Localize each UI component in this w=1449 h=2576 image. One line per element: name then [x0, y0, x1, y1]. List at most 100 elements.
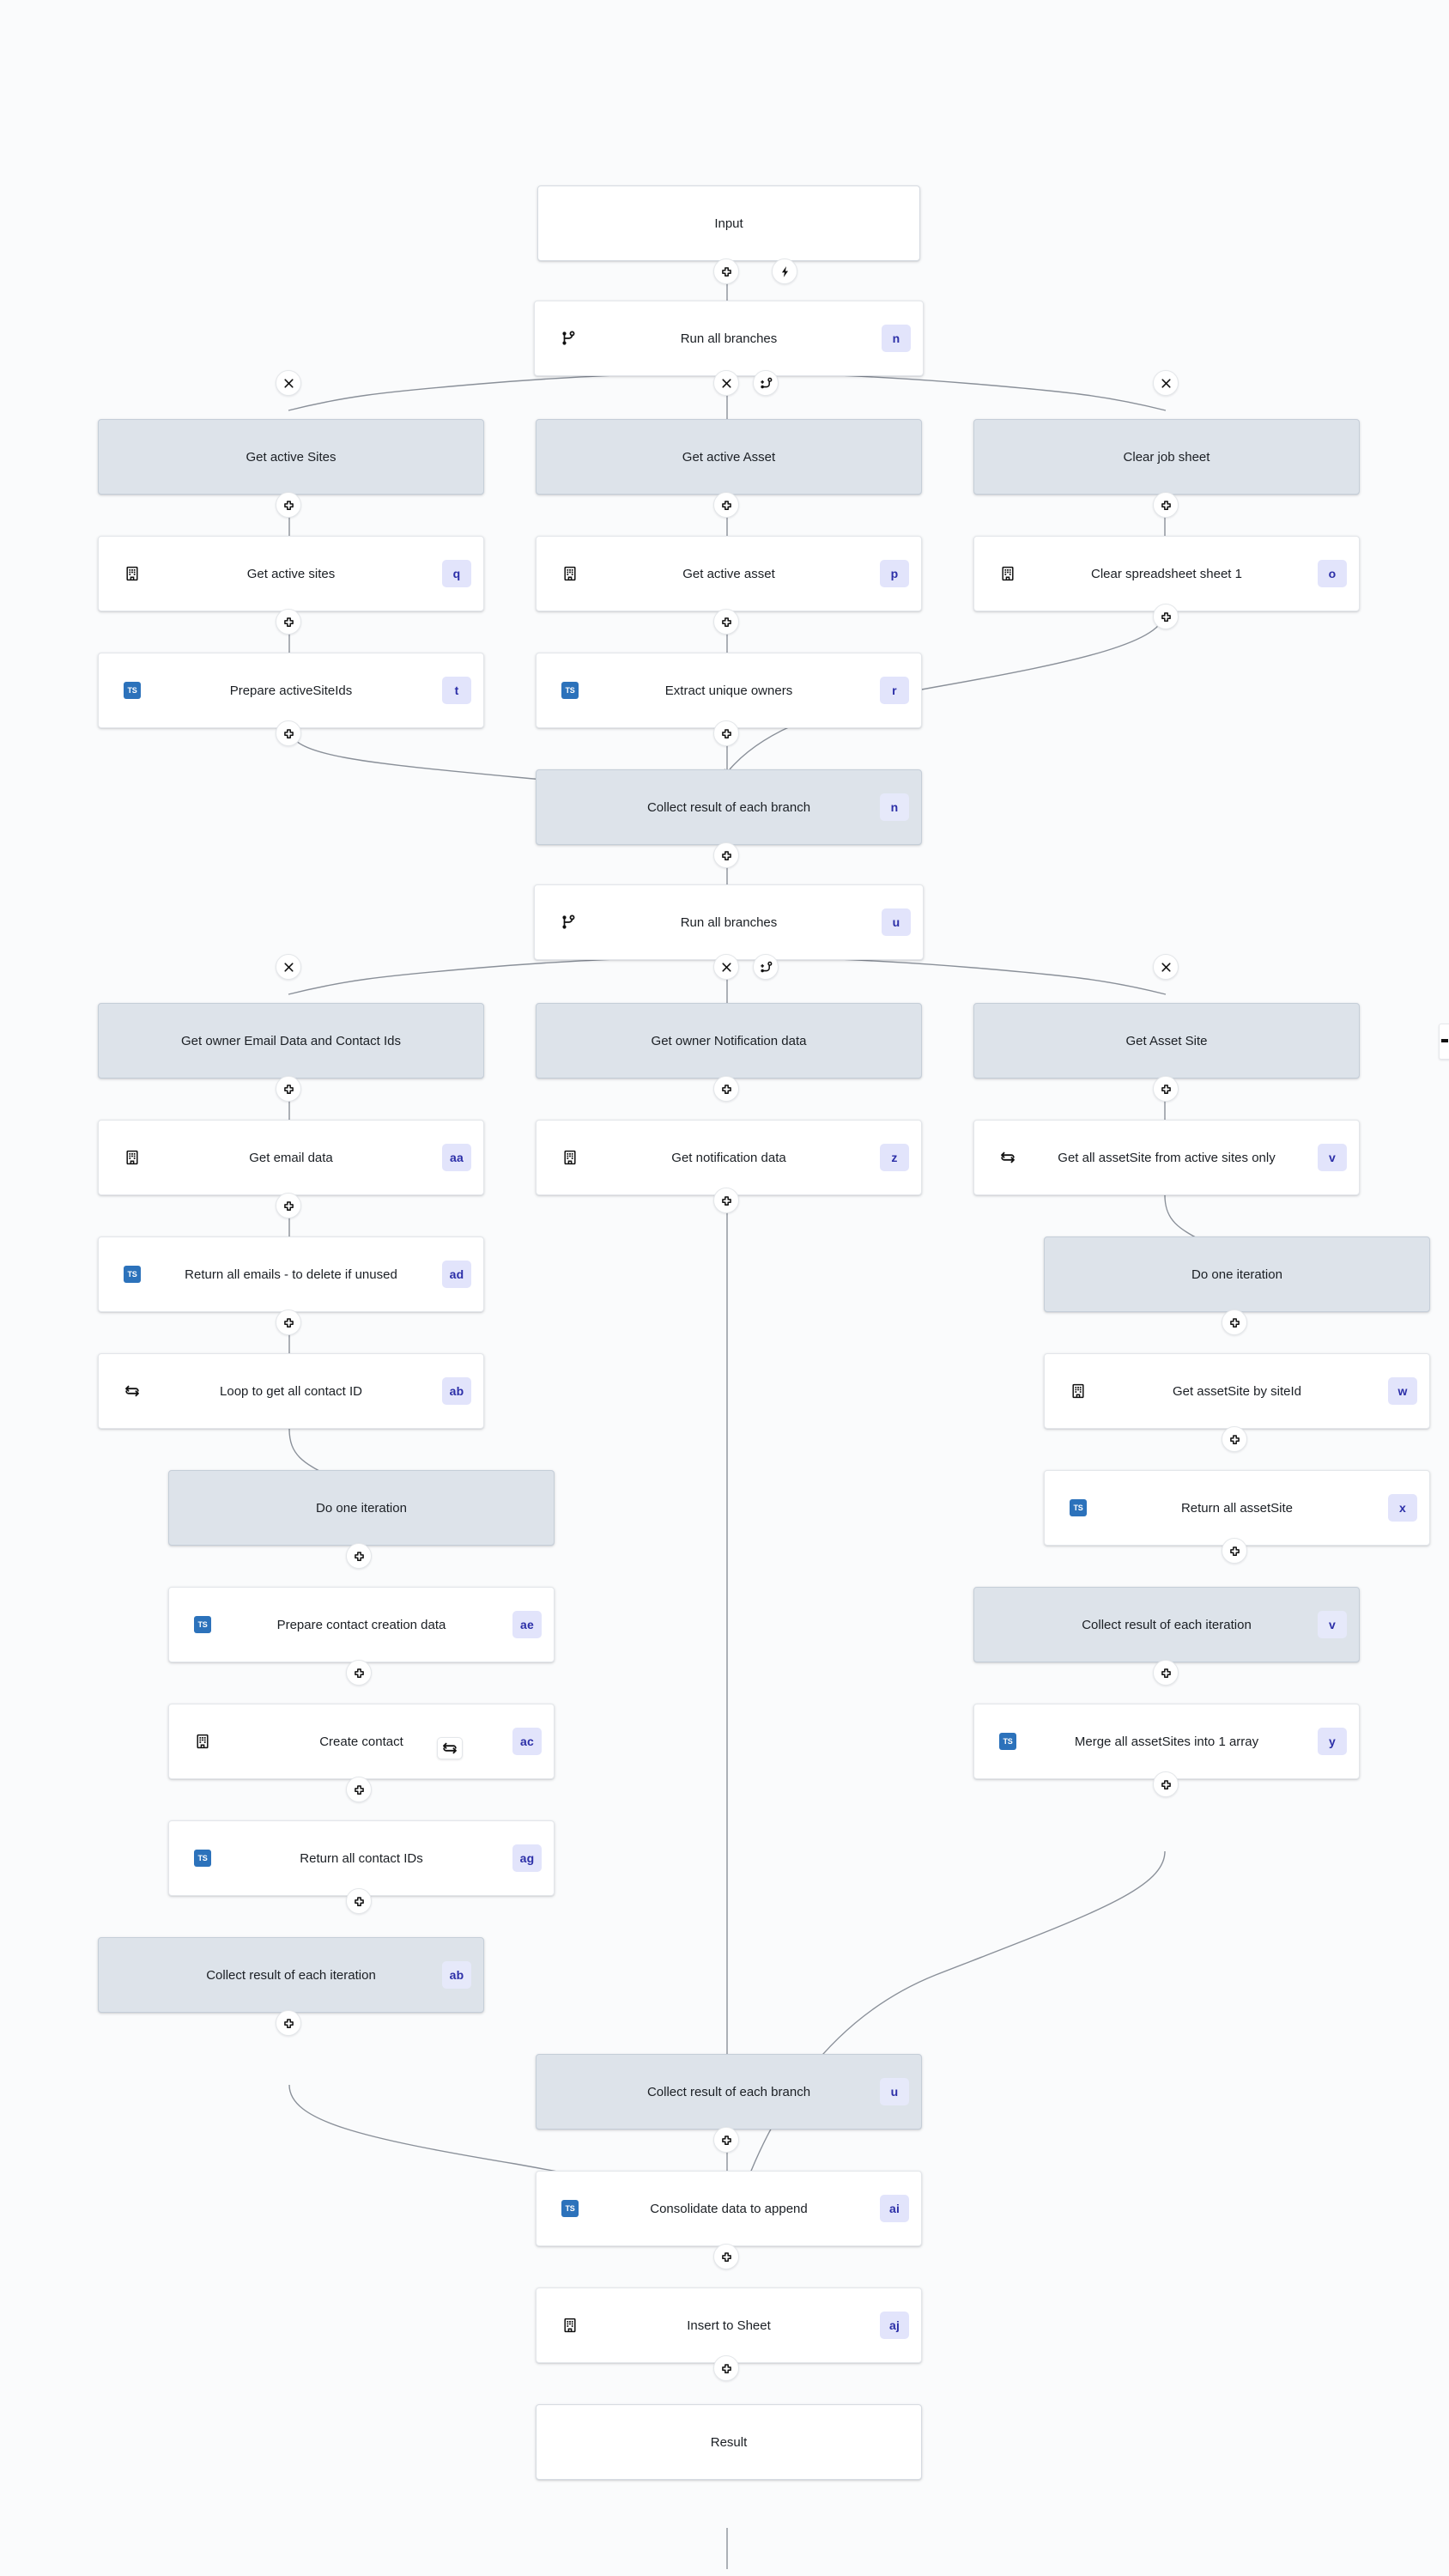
workflow-node-grp_asset[interactable]: Get active Asset [536, 419, 922, 495]
workflow-node-input[interactable]: Input [537, 185, 920, 261]
node-label: Run all branches [680, 915, 778, 929]
node-badge[interactable]: z [880, 1144, 909, 1171]
edge-handle-plus[interactable] [276, 1193, 301, 1218]
workflow-node-grp_iter_r[interactable]: Do one iteration [1044, 1236, 1430, 1312]
edge-handle-add-branch[interactable] [753, 370, 779, 396]
edge-handle-add-branch[interactable] [753, 954, 779, 980]
workflow-node-grp_iter_l[interactable]: Do one iteration [168, 1470, 555, 1546]
edge-handle-plus[interactable] [713, 258, 739, 284]
edge-handle-plus[interactable] [1153, 1076, 1179, 1102]
workflow-node-grp_notif[interactable]: Get owner Notification data [536, 1003, 922, 1078]
edge-handle-plus[interactable] [1153, 492, 1179, 518]
node-badge[interactable]: ai [880, 2195, 909, 2222]
node-badge[interactable]: ag [512, 1844, 542, 1872]
node-badge[interactable]: aa [442, 1144, 471, 1171]
node-badge[interactable]: t [442, 677, 471, 704]
ts-icon: TS [191, 1613, 214, 1636]
node-badge[interactable]: u [882, 908, 911, 936]
node-badge[interactable]: ab [442, 1377, 471, 1405]
edge-handle-plus[interactable] [346, 1543, 372, 1569]
edge-handle-close[interactable] [713, 954, 739, 980]
workflow-node-grp_jobsheet[interactable]: Clear job sheet [973, 419, 1360, 495]
edge-handle-close[interactable] [276, 370, 301, 396]
edge-handle-plus[interactable] [713, 2355, 739, 2381]
edge-handle-plus[interactable] [1222, 1309, 1247, 1335]
edge-handle-plus[interactable] [1222, 1426, 1247, 1452]
edge-handle-plus[interactable] [713, 492, 739, 518]
node-badge[interactable]: ad [442, 1261, 471, 1288]
node-badge[interactable]: x [1388, 1494, 1417, 1522]
workflow-node-grp_assetsite[interactable]: Get Asset Site [973, 1003, 1360, 1078]
edge-handle-plus[interactable] [713, 609, 739, 635]
edge-handle-plus[interactable] [276, 1309, 301, 1335]
node-badge[interactable]: n [880, 793, 909, 821]
edge-handle-plus[interactable] [346, 1660, 372, 1686]
edge-handle-plus[interactable] [1153, 1771, 1179, 1797]
node-badge[interactable]: ac [512, 1728, 542, 1755]
node-badge[interactable]: o [1318, 560, 1347, 587]
edge-handle-close[interactable] [1153, 370, 1179, 396]
workflow-node-v_top[interactable]: Get all assetSite from active sites only… [973, 1120, 1360, 1195]
node-badge[interactable]: p [880, 560, 909, 587]
edge-handle-close[interactable] [713, 370, 739, 396]
node-badge[interactable]: ab [442, 1961, 471, 1989]
edge-handle-plus[interactable] [1153, 604, 1179, 629]
node-badge[interactable]: v [1318, 1611, 1347, 1638]
edge-handle-close[interactable] [1153, 954, 1179, 980]
edge-handle-plus[interactable] [713, 842, 739, 868]
edge-handle-plus[interactable] [276, 1076, 301, 1102]
edge-handle-lightning[interactable] [772, 258, 797, 284]
edge-handle-plus[interactable] [713, 720, 739, 746]
node-badge[interactable]: aj [880, 2312, 909, 2339]
edge-handle-plus[interactable] [713, 1188, 739, 1213]
edge-handle-plus[interactable] [713, 1076, 739, 1102]
workflow-node-grp_email[interactable]: Get owner Email Data and Contact Ids [98, 1003, 484, 1078]
edge-handle-plus[interactable] [1153, 1660, 1179, 1686]
node-badge[interactable]: n [882, 325, 911, 352]
edge-handle-close[interactable] [276, 954, 301, 980]
edge-handle-plus[interactable] [1222, 1538, 1247, 1564]
workflow-node-grp_sites[interactable]: Get active Sites [98, 419, 484, 495]
edge-handle-plus[interactable] [346, 1777, 372, 1802]
workflow-node-result[interactable]: Result [536, 2404, 922, 2480]
node-retry-badge[interactable] [437, 1737, 463, 1759]
workflow-node-branch_u[interactable]: Run all branches u [534, 884, 924, 960]
node-badge[interactable]: r [880, 677, 909, 704]
node-badge[interactable]: y [1318, 1728, 1347, 1755]
edge-handle-plus[interactable] [276, 720, 301, 746]
node-badge[interactable]: ae [512, 1611, 542, 1638]
edge-handle-plus[interactable] [276, 492, 301, 518]
node-badge[interactable]: u [880, 2078, 909, 2105]
edge-handle-plus[interactable] [713, 2244, 739, 2269]
edge-handle-plus[interactable] [276, 2010, 301, 2036]
node-badge[interactable]: w [1388, 1377, 1417, 1405]
edge-handle-plus[interactable] [276, 609, 301, 635]
node-badge[interactable]: v [1318, 1144, 1347, 1171]
edge-handle-plus[interactable] [346, 1888, 372, 1914]
node-badge[interactable]: q [442, 560, 471, 587]
edge-handle-plus[interactable] [713, 2127, 739, 2153]
